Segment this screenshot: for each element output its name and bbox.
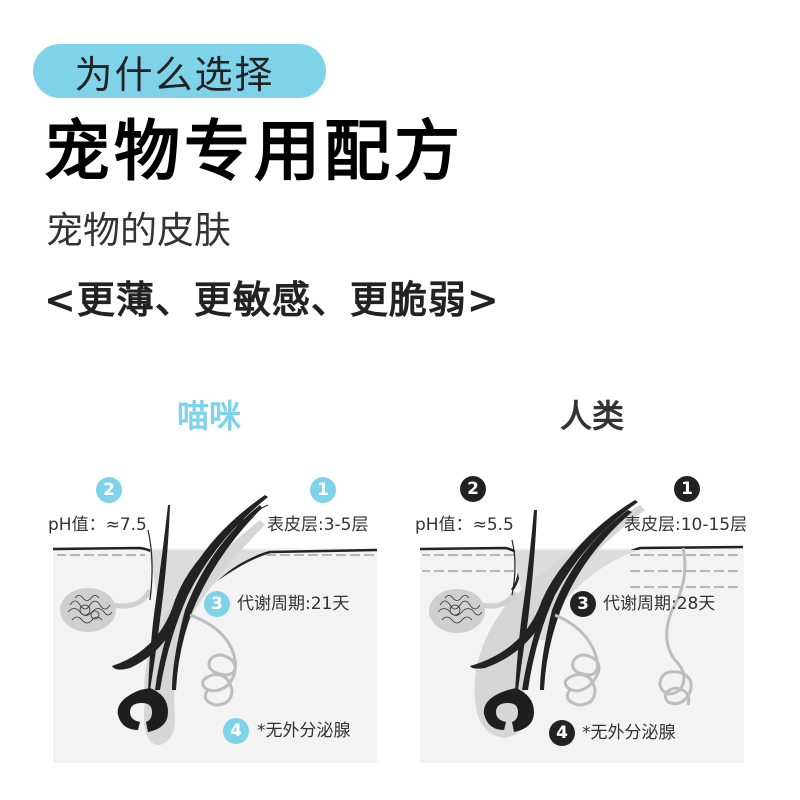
subtitle: 宠物的皮肤 — [46, 209, 231, 252]
human-gland-label: *无外分泌腺 — [582, 723, 676, 743]
cat-badge-4: 4 — [223, 718, 249, 744]
cat-epidermis-label: 表皮层:3-5层 — [267, 515, 369, 535]
human-metabolism-label: 代谢周期:28天 — [603, 594, 716, 614]
cat-badge-3: 3 — [204, 591, 230, 617]
headline: 宠物专用配方 — [44, 113, 464, 190]
cat-ph-label: pH值：≈7.5 — [48, 515, 147, 535]
cat-metabolism-label: 代谢周期:21天 — [237, 594, 350, 614]
human-epidermis-label: 表皮层:10-15层 — [624, 515, 748, 535]
human-badge-3: 3 — [570, 591, 596, 617]
cat-badge-1: 1 — [310, 477, 336, 503]
pill-label: 为什么选择 — [74, 52, 275, 97]
human-badge-4: 4 — [549, 720, 575, 746]
human-badge-2: 2 — [460, 476, 486, 502]
tagline: <更薄、更敏感、更脆弱> — [44, 278, 500, 322]
cat-illustration — [52, 495, 378, 745]
cat-gland-label: *无外分泌腺 — [257, 721, 351, 741]
human-ph-label: pH值：≈5.5 — [415, 515, 514, 535]
cat-badge-2: 2 — [96, 477, 122, 503]
human-illustration — [419, 500, 744, 738]
human-column-title: 人类 — [559, 397, 624, 435]
why-choose-pill: 为什么选择 — [33, 44, 326, 98]
cat-column-title: 喵咪 — [176, 397, 241, 435]
human-badge-1: 1 — [674, 476, 700, 502]
